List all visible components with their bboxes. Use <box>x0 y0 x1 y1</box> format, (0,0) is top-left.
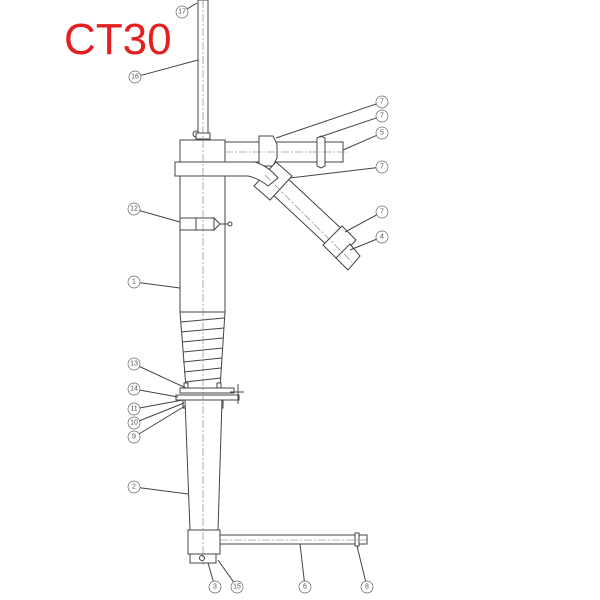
callout-number: 3 <box>213 584 217 591</box>
callout-circle <box>375 126 389 140</box>
leader-line <box>356 545 367 582</box>
callout-number: 14 <box>130 386 138 393</box>
body-head <box>174 139 279 187</box>
leader-line <box>275 103 377 139</box>
callout-7: 7 <box>275 95 389 139</box>
callout-6: 6 <box>298 543 312 594</box>
callout-3: 3 <box>207 562 222 594</box>
callout-circle <box>127 416 141 430</box>
main-cylinder <box>179 175 233 313</box>
leader-line <box>299 543 305 582</box>
centerlines <box>202 0 370 565</box>
callout-number: 17 <box>178 9 186 16</box>
model-title: CT30 <box>64 15 172 64</box>
callout-number: 7 <box>380 113 384 120</box>
callout-circle <box>127 382 141 396</box>
callout-7: 7 <box>289 160 389 179</box>
callout-15: 15 <box>217 559 244 594</box>
leader-line <box>139 487 189 495</box>
callout-number: 7 <box>380 164 384 171</box>
callout-8: 8 <box>356 545 374 594</box>
callout-number: 5 <box>380 130 384 137</box>
leader-line <box>139 366 187 389</box>
callout-number: 4 <box>380 234 384 241</box>
leader-line <box>139 399 184 409</box>
callout-number: 8 <box>365 584 369 591</box>
callout-12: 12 <box>127 202 181 223</box>
vertical-rod <box>192 0 211 140</box>
leader-line <box>344 214 377 233</box>
outlet-pipe <box>219 532 368 547</box>
callout-circle <box>127 357 141 371</box>
callout-9: 9 <box>127 405 186 444</box>
leader-line <box>186 2 198 10</box>
callout-circle <box>175 5 189 19</box>
leader-line <box>139 282 181 289</box>
callout-2: 2 <box>127 480 189 495</box>
leader-line <box>349 238 377 251</box>
cone <box>184 399 223 531</box>
callout-number: 2 <box>132 484 136 491</box>
callout-circle <box>298 580 312 594</box>
callout-1: 1 <box>127 275 181 289</box>
leader-line <box>139 402 185 422</box>
leader-line <box>139 210 181 223</box>
callout-number: 7 <box>380 99 384 106</box>
callout-number: 15 <box>233 584 241 591</box>
callout-circle <box>375 109 389 123</box>
callouts: 17 16 7 7 5 7 12 7 4 1 13 14 11 10 9 2 3 15 6 8 <box>127 2 389 594</box>
callout-circle <box>127 430 141 444</box>
callout-circle <box>127 402 141 416</box>
callout-circle <box>360 580 374 594</box>
callout-10: 10 <box>127 402 185 430</box>
leader-line <box>139 389 179 398</box>
callout-17: 17 <box>175 2 198 19</box>
leader-line <box>140 59 199 76</box>
callout-circle <box>128 70 142 84</box>
callout-circle <box>127 480 141 494</box>
diagonal-pipe <box>253 161 361 271</box>
leader-line <box>319 117 377 138</box>
leader-line <box>289 167 377 179</box>
callout-16: 16 <box>128 59 199 84</box>
callout-11: 11 <box>127 399 184 416</box>
callout-14: 14 <box>127 382 179 398</box>
callout-circle <box>375 160 389 174</box>
callout-13: 13 <box>127 357 187 389</box>
callout-number: 16 <box>131 74 139 81</box>
callout-4: 4 <box>349 230 389 251</box>
callout-7: 7 <box>319 109 389 138</box>
callout-circle <box>127 202 141 216</box>
callout-circle <box>375 95 389 109</box>
spiral-section <box>179 311 226 389</box>
callout-circle <box>375 205 389 219</box>
callout-circle <box>127 275 141 289</box>
leader-line <box>217 559 234 583</box>
callout-circle <box>375 230 389 244</box>
callout-7: 7 <box>344 205 389 233</box>
leader-line <box>342 134 377 151</box>
callout-number: 6 <box>303 584 307 591</box>
callout-number: 7 <box>380 209 384 216</box>
callout-number: 9 <box>132 434 136 441</box>
callout-number: 1 <box>132 279 136 286</box>
callout-circle <box>208 580 222 594</box>
callout-5: 5 <box>342 126 389 151</box>
callout-number: 10 <box>130 420 138 427</box>
callout-number: 11 <box>130 406 137 413</box>
leader-line <box>207 562 214 582</box>
bottom-box <box>187 529 221 564</box>
callout-number: 13 <box>130 361 138 368</box>
callout-circle <box>230 580 244 594</box>
callout-number: 12 <box>130 206 138 213</box>
leader-line <box>138 405 186 435</box>
